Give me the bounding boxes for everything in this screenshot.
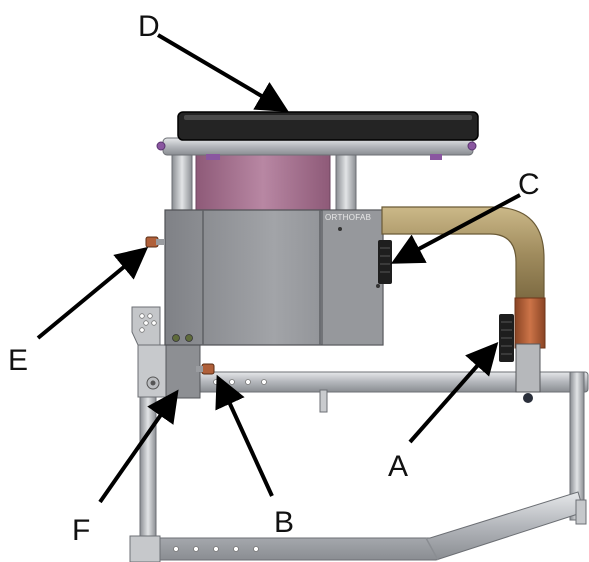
arrow-c xyxy=(390,193,521,264)
callout-c: C xyxy=(518,168,540,201)
callout-f: F xyxy=(72,514,90,547)
armrest-cushion xyxy=(177,111,479,141)
callout-a: A xyxy=(388,450,408,483)
copper-tube xyxy=(514,297,546,349)
arrow-d xyxy=(156,33,289,113)
pink-panel xyxy=(195,151,331,215)
arrow-b xyxy=(215,374,274,497)
side-gusset-plate xyxy=(131,306,161,346)
lower-clamp xyxy=(515,343,541,393)
frame-bottom-rail xyxy=(132,491,585,561)
lever-a xyxy=(499,314,514,362)
lever-c xyxy=(378,240,392,284)
upright-right xyxy=(335,149,357,216)
arrow-f xyxy=(98,389,179,504)
bracket-block xyxy=(165,339,201,399)
mount-bracket xyxy=(131,306,201,399)
knob-e xyxy=(145,236,165,248)
armrest-uprights xyxy=(156,137,477,216)
frame-foot xyxy=(129,535,161,562)
rail-tab xyxy=(319,389,328,413)
brand-label: ORTHOFAB xyxy=(325,213,371,222)
frame-right-cap xyxy=(575,499,587,525)
base-frame xyxy=(129,339,589,562)
bottom-rail-holes xyxy=(173,546,259,552)
callout-e: E xyxy=(8,344,28,377)
knob-b xyxy=(196,363,215,375)
callout-arrows xyxy=(36,33,521,504)
callout-labels: D C E A F B xyxy=(8,10,540,547)
callout-d: D xyxy=(138,10,160,43)
arrow-e xyxy=(36,246,149,340)
side-housing: ORTHOFAB xyxy=(164,209,384,346)
upright-left xyxy=(171,149,193,216)
arrow-a xyxy=(408,342,499,444)
side-tube-arm xyxy=(378,206,546,403)
callout-b: B xyxy=(274,506,294,539)
